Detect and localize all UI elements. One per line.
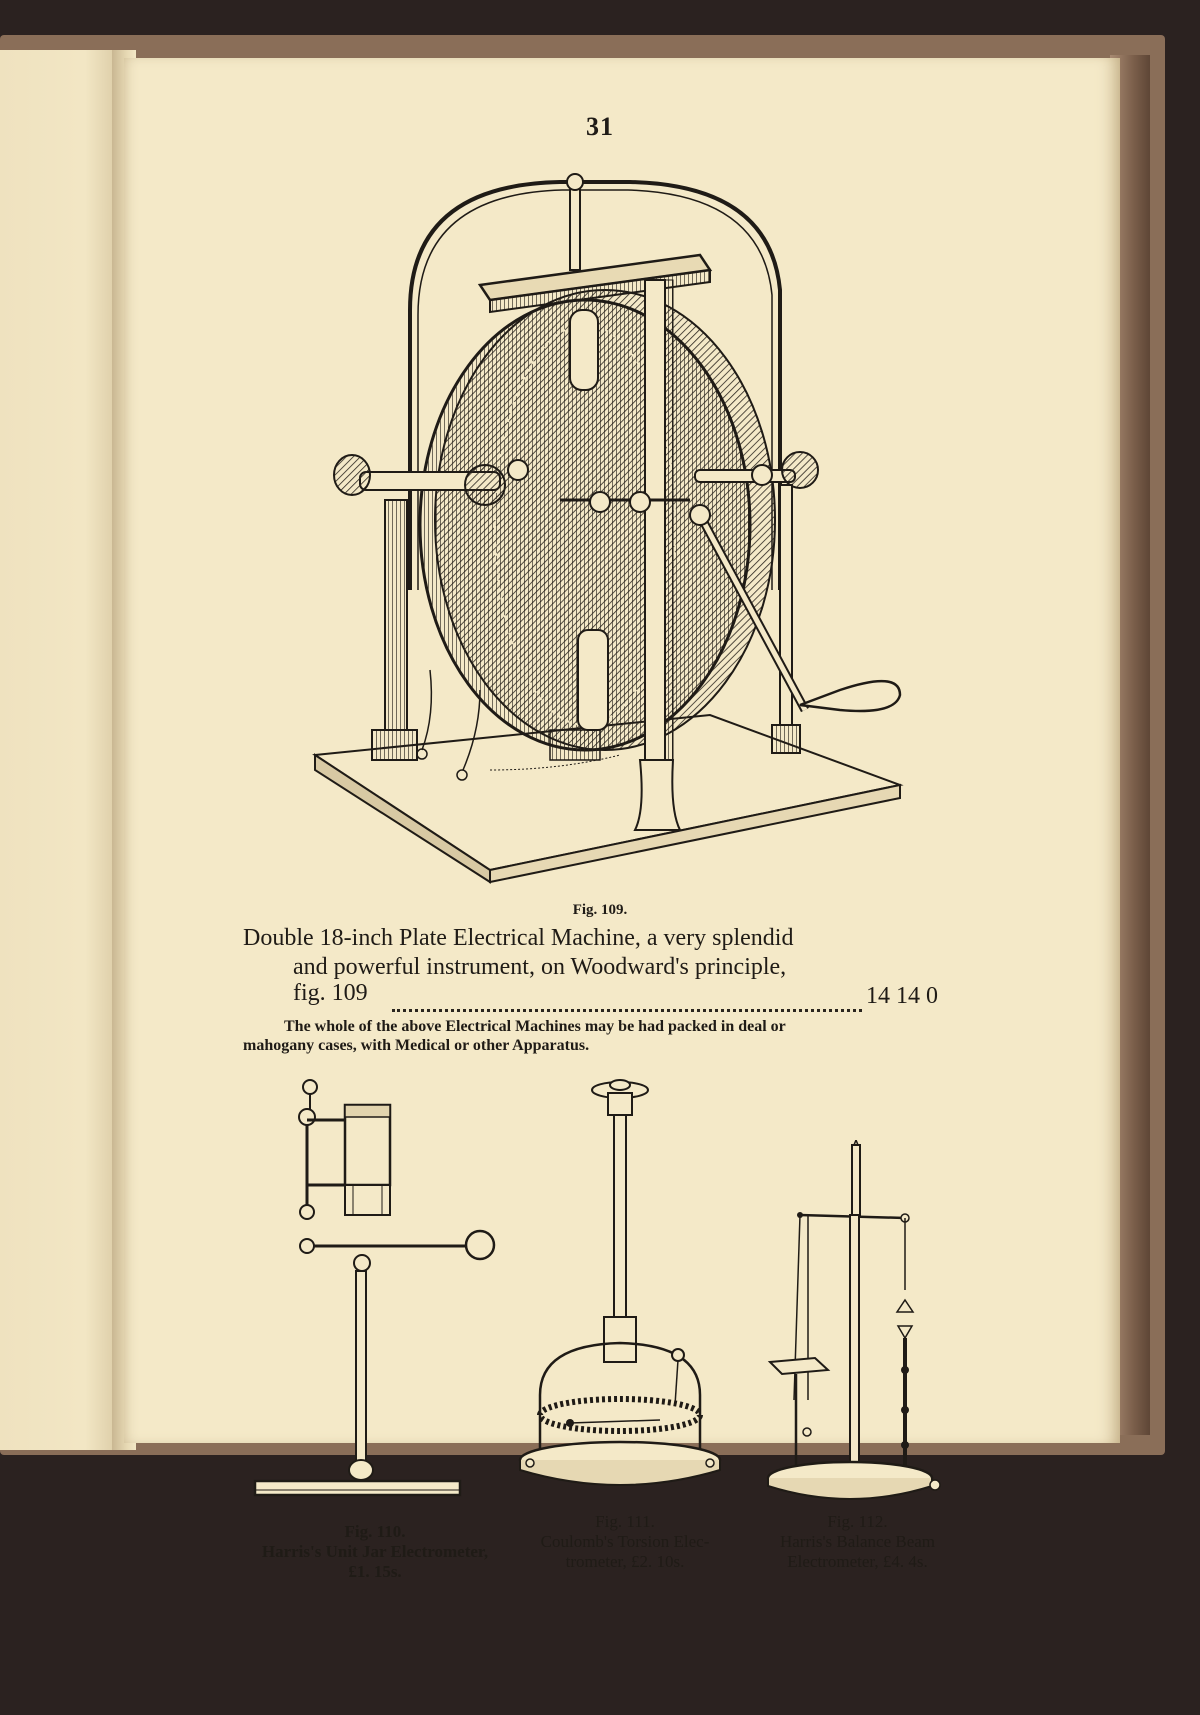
fig112-title: Harris's Balance Beam: [779, 1532, 936, 1551]
fig109-description-line2: and powerful instrument, on Woodward's p…: [293, 954, 787, 980]
note-line2: mahogany cases, with Medical or other Ap…: [243, 1037, 590, 1054]
fig109-description-line1: Double 18-inch Plate Electrical Machine,…: [243, 925, 794, 951]
fig109-label: Fig. 109.: [572, 902, 628, 918]
fig110-price: £1. 15s.: [348, 1562, 402, 1581]
fig112-illustration: [766, 1140, 941, 1500]
fig110-label: Fig. 110.: [344, 1522, 406, 1541]
fig112-label: Fig. 112.: [827, 1512, 888, 1531]
fig111-caption: Fig. 111. Coulomb's Torsion Elec- tromet…: [505, 1512, 745, 1572]
fig111-illustration: [518, 1079, 722, 1486]
page-number: 31: [586, 112, 614, 141]
fig109-illustration: [312, 173, 904, 884]
fig110-title: Harris's Unit Jar Electrometer,: [261, 1542, 489, 1561]
fig110-illustration: [253, 1079, 496, 1497]
fig111-label: Fig. 111.: [595, 1512, 655, 1531]
fig112-caption: Fig. 112. Harris's Balance Beam Electrom…: [745, 1512, 970, 1572]
note-line1: The whole of the above Electrical Machin…: [284, 1018, 786, 1035]
fig109-description-line3: fig. 109: [293, 980, 368, 1006]
fig111-title: Coulomb's Torsion Elec-: [540, 1532, 710, 1551]
fig111-price: trometer, £2. 10s.: [565, 1552, 685, 1571]
fig112-price: Electrometer, £4. 4s.: [787, 1552, 928, 1571]
price-leader-dots: [392, 985, 862, 1012]
left-page: [0, 50, 122, 1450]
fig109-price: 14 14 0: [866, 983, 938, 1009]
fig110-caption: Fig. 110. Harris's Unit Jar Electrometer…: [235, 1522, 515, 1582]
